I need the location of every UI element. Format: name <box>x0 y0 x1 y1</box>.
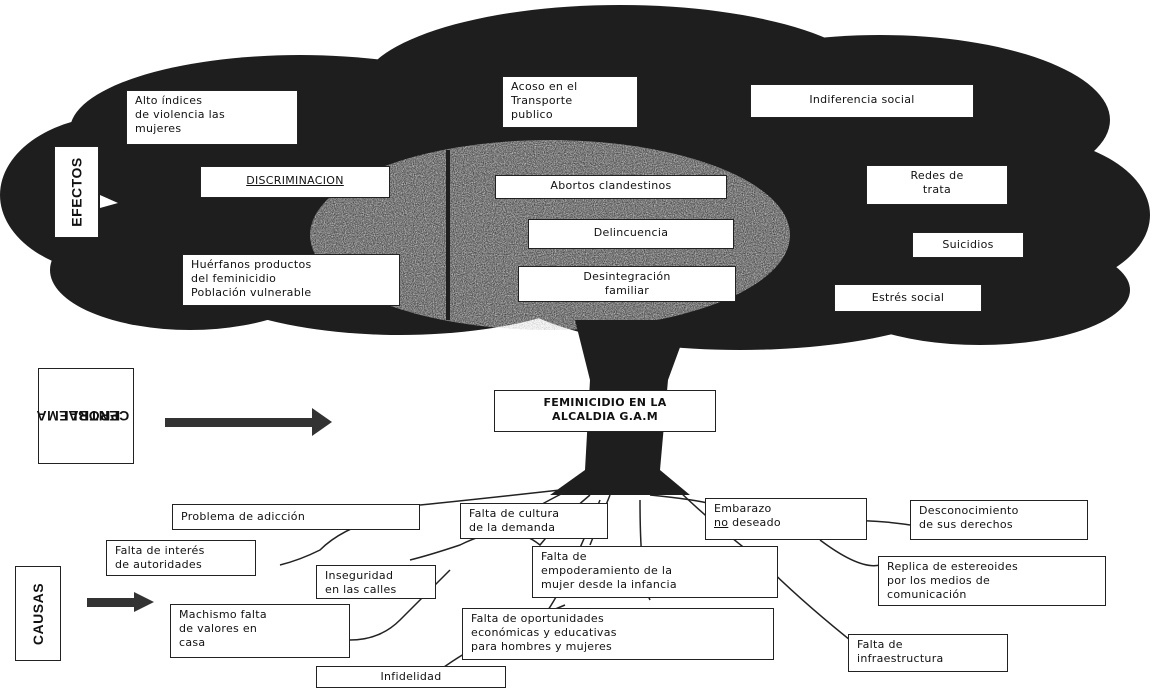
cause-adiccion: Problema de adicción <box>172 504 420 530</box>
effect-violencia-line1: Alto índices <box>135 94 203 107</box>
cause-replica-line1: Replica de estereoides <box>887 560 1019 573</box>
cause-adiccion-text: Problema de adicción <box>181 510 306 523</box>
effect-indiferencia-text: Indiferencia social <box>809 93 915 106</box>
cause-empoderamiento-line2: empoderamiento de la <box>541 564 673 577</box>
effect-acoso: Acoso en el Transporte publico <box>502 76 638 128</box>
cause-infraestructura-line2: infraestructura <box>857 652 944 665</box>
causes-arrow <box>87 592 154 612</box>
effect-redes-line1: Redes de <box>910 169 964 182</box>
effects-label: EFECTOS <box>54 146 99 238</box>
effect-acoso-line1: Acoso en el <box>511 80 578 93</box>
cause-embarazo: Embarazo no deseado <box>705 498 867 540</box>
effect-indiferencia: Indiferencia social <box>750 84 974 118</box>
cause-interes-line2: de autoridades <box>115 558 202 571</box>
cause-empoderamiento-line3: mujer desde la infancia <box>541 578 677 591</box>
effect-huerfanos: Huérfanos productos del feminicidio Pobl… <box>182 254 400 306</box>
cause-embarazo-no: no <box>714 516 729 529</box>
cause-cultura-line2: de la demanda <box>469 521 556 534</box>
cause-desconocimiento-line2: de sus derechos <box>919 518 1013 531</box>
effect-estres: Estrés social <box>834 284 982 312</box>
effect-violencia-line3: mujeres <box>135 122 182 135</box>
central-problem-label-line2: CENTRAL <box>58 408 130 424</box>
cause-cultura-line1: Falta de cultura <box>469 507 560 520</box>
cause-desconocimiento: Desconocimiento de sus derechos <box>910 500 1088 540</box>
cause-embarazo-line1: Embarazo <box>714 502 772 515</box>
effect-violencia: Alto índices de violencia las mujeres <box>126 90 298 145</box>
cause-oportunidades-line3: para hombres y mujeres <box>471 640 613 653</box>
central-problem-box: FEMINICIDIO EN LA ALCALDIA G.A.M <box>494 390 716 432</box>
effect-huerfanos-line3: Población vulnerable <box>191 286 312 299</box>
effect-abortos-text: Abortos clandestinos <box>550 179 672 192</box>
problem-arrow <box>165 408 332 436</box>
cause-inseguridad: Inseguridad en las calles <box>316 565 436 599</box>
cause-embarazo-rest: deseado <box>732 516 781 529</box>
effect-abortos: Abortos clandestinos <box>495 175 727 199</box>
effect-suicidios: Suicidios <box>912 232 1024 258</box>
effect-violencia-line2: de violencia las <box>135 108 226 121</box>
effect-desintegracion-line1: Desintegración <box>583 270 671 283</box>
cause-replica: Replica de estereoides por los medios de… <box>878 556 1106 606</box>
cause-machismo-line3: casa <box>179 636 206 649</box>
central-problem-line2: ALCALDIA G.A.M <box>552 410 658 423</box>
effect-discriminacion: DISCRIMINACION <box>200 166 390 198</box>
cause-oportunidades-line2: económicas y educativas <box>471 626 617 639</box>
effect-desintegracion: Desintegración familiar <box>518 266 736 302</box>
effect-suicidios-text: Suicidios <box>942 238 994 251</box>
cause-replica-line3: comunicación <box>887 588 967 601</box>
cause-empoderamiento: Falta de empoderamiento de la mujer desd… <box>532 546 778 598</box>
causes-label: CAUSAS <box>15 566 61 661</box>
effect-acoso-line2: Transporte <box>511 94 573 107</box>
cause-interes: Falta de interés de autoridades <box>106 540 256 576</box>
cause-embarazo-line2: no deseado <box>714 516 858 530</box>
effect-desintegracion-line2: familiar <box>604 284 650 297</box>
cause-cultura: Falta de cultura de la demanda <box>460 503 608 539</box>
causes-label-text: CAUSAS <box>30 582 46 645</box>
effect-discriminacion-text: DISCRIMINACION <box>246 174 344 187</box>
cause-infidelidad-text: Infidelidad <box>380 670 442 683</box>
cause-interes-line1: Falta de interés <box>115 544 205 557</box>
cause-machismo-line2: de valores en <box>179 622 258 635</box>
cause-inseguridad-line2: en las calles <box>325 583 397 596</box>
cause-infraestructura: Falta de infraestructura <box>848 634 1008 672</box>
central-problem-label: PROBLEMA CENTRAL <box>36 368 134 464</box>
effect-acoso-line3: publico <box>511 108 553 121</box>
cause-oportunidades-line1: Falta de oportunidades <box>471 612 604 625</box>
cause-machismo-line1: Machismo falta <box>179 608 267 621</box>
effect-redes-line2: trata <box>922 183 952 196</box>
cause-replica-line2: por los medios de <box>887 574 991 587</box>
cause-infidelidad: Infidelidad <box>316 666 506 688</box>
effect-redes: Redes de trata <box>866 165 1008 205</box>
cause-oportunidades: Falta de oportunidades económicas y educ… <box>462 608 774 660</box>
effect-delincuencia-text: Delincuencia <box>593 226 669 239</box>
effect-estres-text: Estrés social <box>871 291 945 304</box>
cause-inseguridad-line1: Inseguridad <box>325 569 394 582</box>
cause-infraestructura-line1: Falta de <box>857 638 903 651</box>
effect-huerfanos-line1: Huérfanos productos <box>191 258 312 271</box>
effect-huerfanos-line2: del feminicidio <box>191 272 277 285</box>
cause-machismo: Machismo falta de valores en casa <box>170 604 350 658</box>
effects-label-text: EFECTOS <box>68 157 85 227</box>
cause-desconocimiento-line1: Desconocimiento <box>919 504 1019 517</box>
cause-empoderamiento-line1: Falta de <box>541 550 587 563</box>
central-problem-line1: FEMINICIDIO EN LA <box>543 396 667 409</box>
effect-delincuencia: Delincuencia <box>528 219 734 249</box>
